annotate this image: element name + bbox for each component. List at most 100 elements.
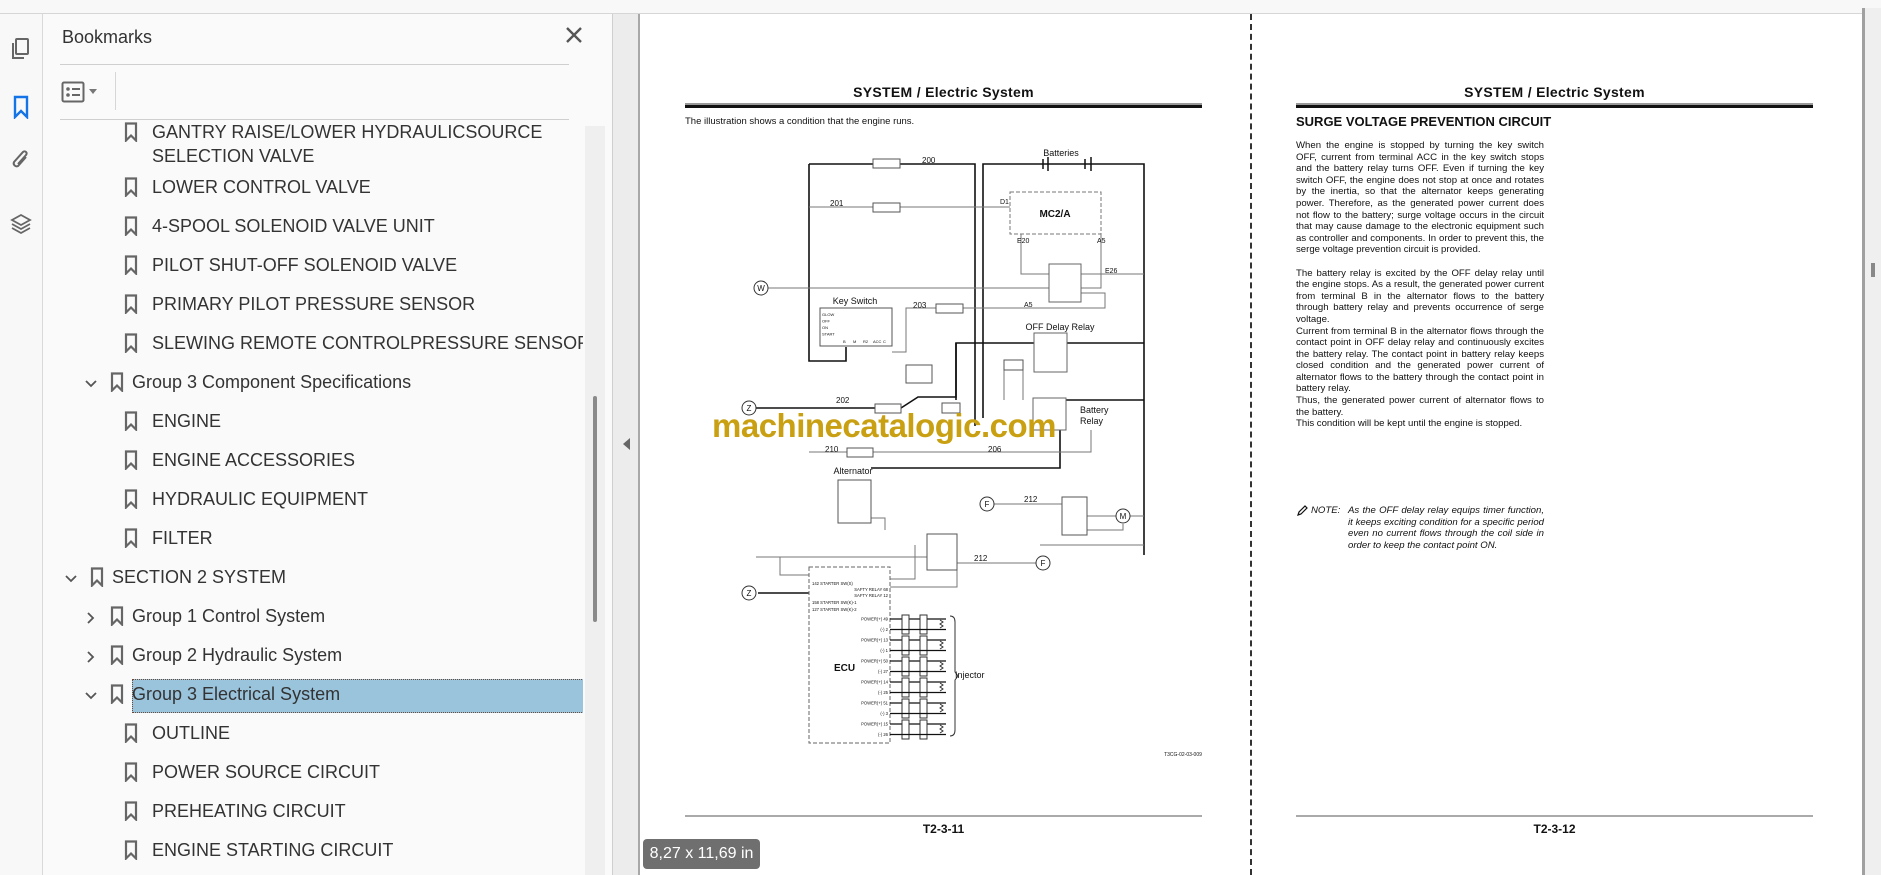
chevron-down-icon[interactable] (64, 570, 78, 584)
page2-body: When the engine is stopped by turning th… (1296, 140, 1544, 430)
bookmark-icon (124, 122, 138, 144)
bookmark-item[interactable]: ENGINE ACCESSORIES (43, 441, 583, 480)
document-scrollbar[interactable] (1862, 8, 1881, 875)
bookmark-label: HYDRAULIC EQUIPMENT (152, 489, 369, 509)
footer-rule (1296, 815, 1813, 817)
bookmark-item[interactable]: PILOT SHUT-OFF SOLENOID VALVE (43, 246, 583, 285)
bookmark-item[interactable]: PRIMARY PILOT PRESSURE SENSOR (43, 285, 583, 324)
paragraph: The battery relay is excited by the OFF … (1296, 267, 1544, 325)
bookmark-icon (110, 372, 124, 394)
bookmark-item[interactable]: ENGINE STARTING CIRCUIT (43, 831, 583, 870)
bookmarks-panel: Bookmarks GANTRY RAISE/LOWER HYDRAULICSO… (43, 14, 612, 875)
note-text: As the OFF delay relay equips timer func… (1348, 505, 1544, 551)
attachments-icon[interactable] (8, 148, 34, 174)
bookmark-icon (110, 645, 124, 667)
bookmark-label: PRIMARY PILOT PRESSURE SENSOR (152, 294, 476, 314)
paragraph: Thus, the generated power current of alt… (1296, 395, 1544, 418)
bookmark-item[interactable]: ENGINE (43, 402, 583, 441)
bookmark-icon (124, 489, 138, 511)
panel-title: Bookmarks (62, 27, 153, 47)
bookmark-item[interactable]: LOWER CONTROL VALVE (43, 168, 583, 207)
bookmark-label: PREHEATING CIRCUIT (152, 801, 346, 821)
bookmark-label: Group 3 Electrical System (132, 684, 341, 704)
header-rule (685, 103, 1202, 108)
paragraph: Current from terminal B in the alternato… (1296, 325, 1544, 395)
bookmark-options-button[interactable] (61, 78, 101, 106)
bookmark-label: POWER SOURCE CIRCUIT (152, 762, 381, 782)
bookmark-icon (110, 606, 124, 628)
chevron-down-icon[interactable] (84, 375, 98, 389)
bookmark-label: ENGINE ACCESSORIES (152, 450, 356, 470)
bookmark-icon (124, 840, 138, 862)
bookmark-icon (124, 294, 138, 316)
bookmarks-icon[interactable] (8, 94, 34, 120)
page-thumbnails-icon[interactable] (8, 36, 34, 62)
page-break (1250, 14, 1252, 875)
divider (115, 72, 116, 110)
bookmark-list: GANTRY RAISE/LOWER HYDRAULICSOURCE SELEC… (43, 120, 583, 875)
bookmark-label: FILTER (152, 528, 213, 548)
bookmark-label: Group 3 Component Specifications (132, 372, 412, 392)
chevron-down-icon (89, 89, 97, 94)
bookmark-icon (124, 411, 138, 433)
collapse-panel-button[interactable] (612, 14, 640, 875)
divider (60, 64, 569, 65)
note: NOTE: As the OFF delay relay equips time… (1296, 505, 1544, 551)
layers-icon[interactable] (8, 211, 34, 237)
bookmark-label: GANTRY RAISE/LOWER HYDRAULICSOURCE SELEC… (152, 122, 543, 166)
bookmark-icon (124, 450, 138, 472)
bookmark-label: ENGINE STARTING CIRCUIT (152, 840, 394, 860)
bookmark-item[interactable]: Group 3 Electrical System (43, 675, 583, 714)
bookmark-icon (124, 216, 138, 238)
bookmark-label: OUTLINE (152, 723, 231, 743)
bookmark-item[interactable]: Group 1 Control System (43, 597, 583, 636)
bookmark-item[interactable]: Group 3 Component Specifications (43, 363, 583, 402)
chevron-right-icon[interactable] (84, 648, 98, 663)
bookmark-label: LOWER CONTROL VALVE (152, 177, 371, 197)
bookmark-item[interactable]: Group 2 Hydraulic System (43, 636, 583, 675)
bookmark-item[interactable]: PREHEATING CIRCUIT (43, 792, 583, 831)
page1-number: T2-3-11 (922, 822, 965, 836)
bookmark-item[interactable]: SECTION 2 SYSTEM (43, 558, 583, 597)
bookmark-icon (124, 177, 138, 199)
bookmark-label: Group 1 Control System (132, 606, 326, 626)
bookmark-icon (124, 333, 138, 355)
chevron-right-icon[interactable] (84, 609, 98, 624)
divider (60, 119, 569, 120)
list-options-icon (61, 81, 85, 103)
pencil-icon (1297, 505, 1308, 516)
bookmark-item[interactable]: OUTLINE (43, 714, 583, 753)
page1-header: SYSTEM / Electric System (853, 84, 1034, 100)
paragraph: This condition will be kept until the en… (1296, 418, 1523, 430)
bookmark-item[interactable]: HYDRAULIC EQUIPMENT (43, 480, 583, 519)
page-size-badge: 8,27 x 11,69 in (643, 839, 760, 869)
chevron-left-icon (623, 438, 630, 450)
page1-intro: The illustration shows a condition that … (685, 116, 915, 127)
left-tool-rail (0, 14, 43, 875)
scrollbar-thumb[interactable] (1871, 263, 1875, 277)
selection-highlight (132, 679, 583, 713)
bookmark-icon (124, 801, 138, 823)
bookmark-item[interactable]: FILTER (43, 519, 583, 558)
bookmark-icon (124, 528, 138, 550)
bookmark-icon (124, 723, 138, 745)
bookmark-item[interactable]: GANTRY RAISE/LOWER HYDRAULICSOURCE SELEC… (43, 120, 583, 168)
close-icon[interactable] (563, 24, 585, 46)
bookmark-item[interactable]: 4-SPOOL SOLENOID VALVE UNIT (43, 207, 583, 246)
bookmark-item[interactable]: SLEWING REMOTE CONTROLPRESSURE SENSOR (43, 324, 583, 363)
bookmark-icon (110, 684, 124, 706)
bookmark-label: SLEWING REMOTE CONTROLPRESSURE SENSOR (152, 333, 583, 353)
scrollbar-thumb[interactable] (593, 396, 597, 622)
chevron-down-icon[interactable] (84, 687, 98, 701)
bookmark-item[interactable]: POWER SOURCE CIRCUIT (43, 753, 583, 792)
bookmark-label: PILOT SHUT-OFF SOLENOID VALVE (152, 255, 458, 275)
panel-scrollbar[interactable] (585, 126, 605, 875)
page2-number: T2-3-12 (1533, 822, 1576, 836)
bookmark-label: 4-SPOOL SOLENOID VALVE UNIT (152, 216, 435, 236)
footer-rule (685, 815, 1202, 817)
watermark: machinecatalogic.com (712, 407, 1056, 444)
paragraph: When the engine is stopped by turning th… (1296, 140, 1544, 256)
bookmark-icon (124, 255, 138, 277)
bookmark-label: SECTION 2 SYSTEM (112, 567, 287, 587)
page2-header: SYSTEM / Electric System (1464, 84, 1645, 100)
